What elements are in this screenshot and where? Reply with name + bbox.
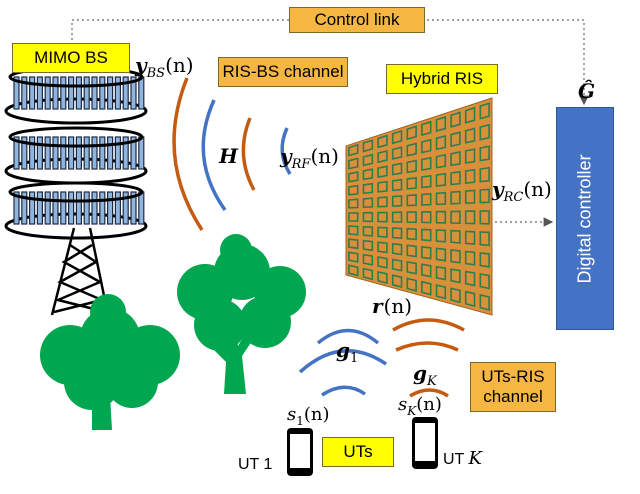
uts-ris-channel-line2: channel xyxy=(483,387,543,406)
y-rc-label: yRC(n) xyxy=(491,177,552,205)
utk-phone-icon xyxy=(412,417,438,469)
tree-icon-right xyxy=(177,234,306,394)
h-matrix-label: H xyxy=(218,144,239,168)
y-bs-label: yBS(n) xyxy=(134,53,194,81)
digital-controller-label: Digital controller xyxy=(574,153,595,284)
g1-label: g1 xyxy=(336,338,358,366)
digital-controller-block: Digital controller xyxy=(556,107,614,330)
utk-waves xyxy=(392,318,465,398)
ut1-waves xyxy=(298,328,387,397)
ut1-label: UT 1 xyxy=(238,456,272,473)
hybrid-ris-label: Hybrid RIS xyxy=(386,64,498,94)
hybrid-ris-panel-icon xyxy=(345,97,493,316)
utk-label: UT K xyxy=(443,448,483,469)
r-n-label: r(n) xyxy=(372,294,412,318)
uts-ris-channel-label: UTs-RIS channel xyxy=(470,362,556,412)
bs-tower-icon xyxy=(50,227,110,316)
ris-bs-waves xyxy=(172,77,292,231)
y-rf-label: yRF(n) xyxy=(279,144,339,172)
g-hat-label: Ĝ xyxy=(578,78,595,103)
mimo-bs-label: MIMO BS xyxy=(12,43,130,73)
uts-label: UTs xyxy=(322,437,394,467)
ris-bs-channel-label: RIS-BS channel xyxy=(218,57,348,87)
s1-label: s1(n) xyxy=(287,404,330,428)
control-link-label: Control link xyxy=(289,7,425,33)
ut1-phone-icon xyxy=(287,428,313,476)
uts-ris-channel-line1: UTs-RIS xyxy=(481,367,545,387)
gk-label: gK xyxy=(413,361,438,389)
sk-label: sK(n) xyxy=(398,394,442,418)
mimo-antenna-array-icon xyxy=(4,66,148,240)
tree-icon-left xyxy=(40,294,180,430)
